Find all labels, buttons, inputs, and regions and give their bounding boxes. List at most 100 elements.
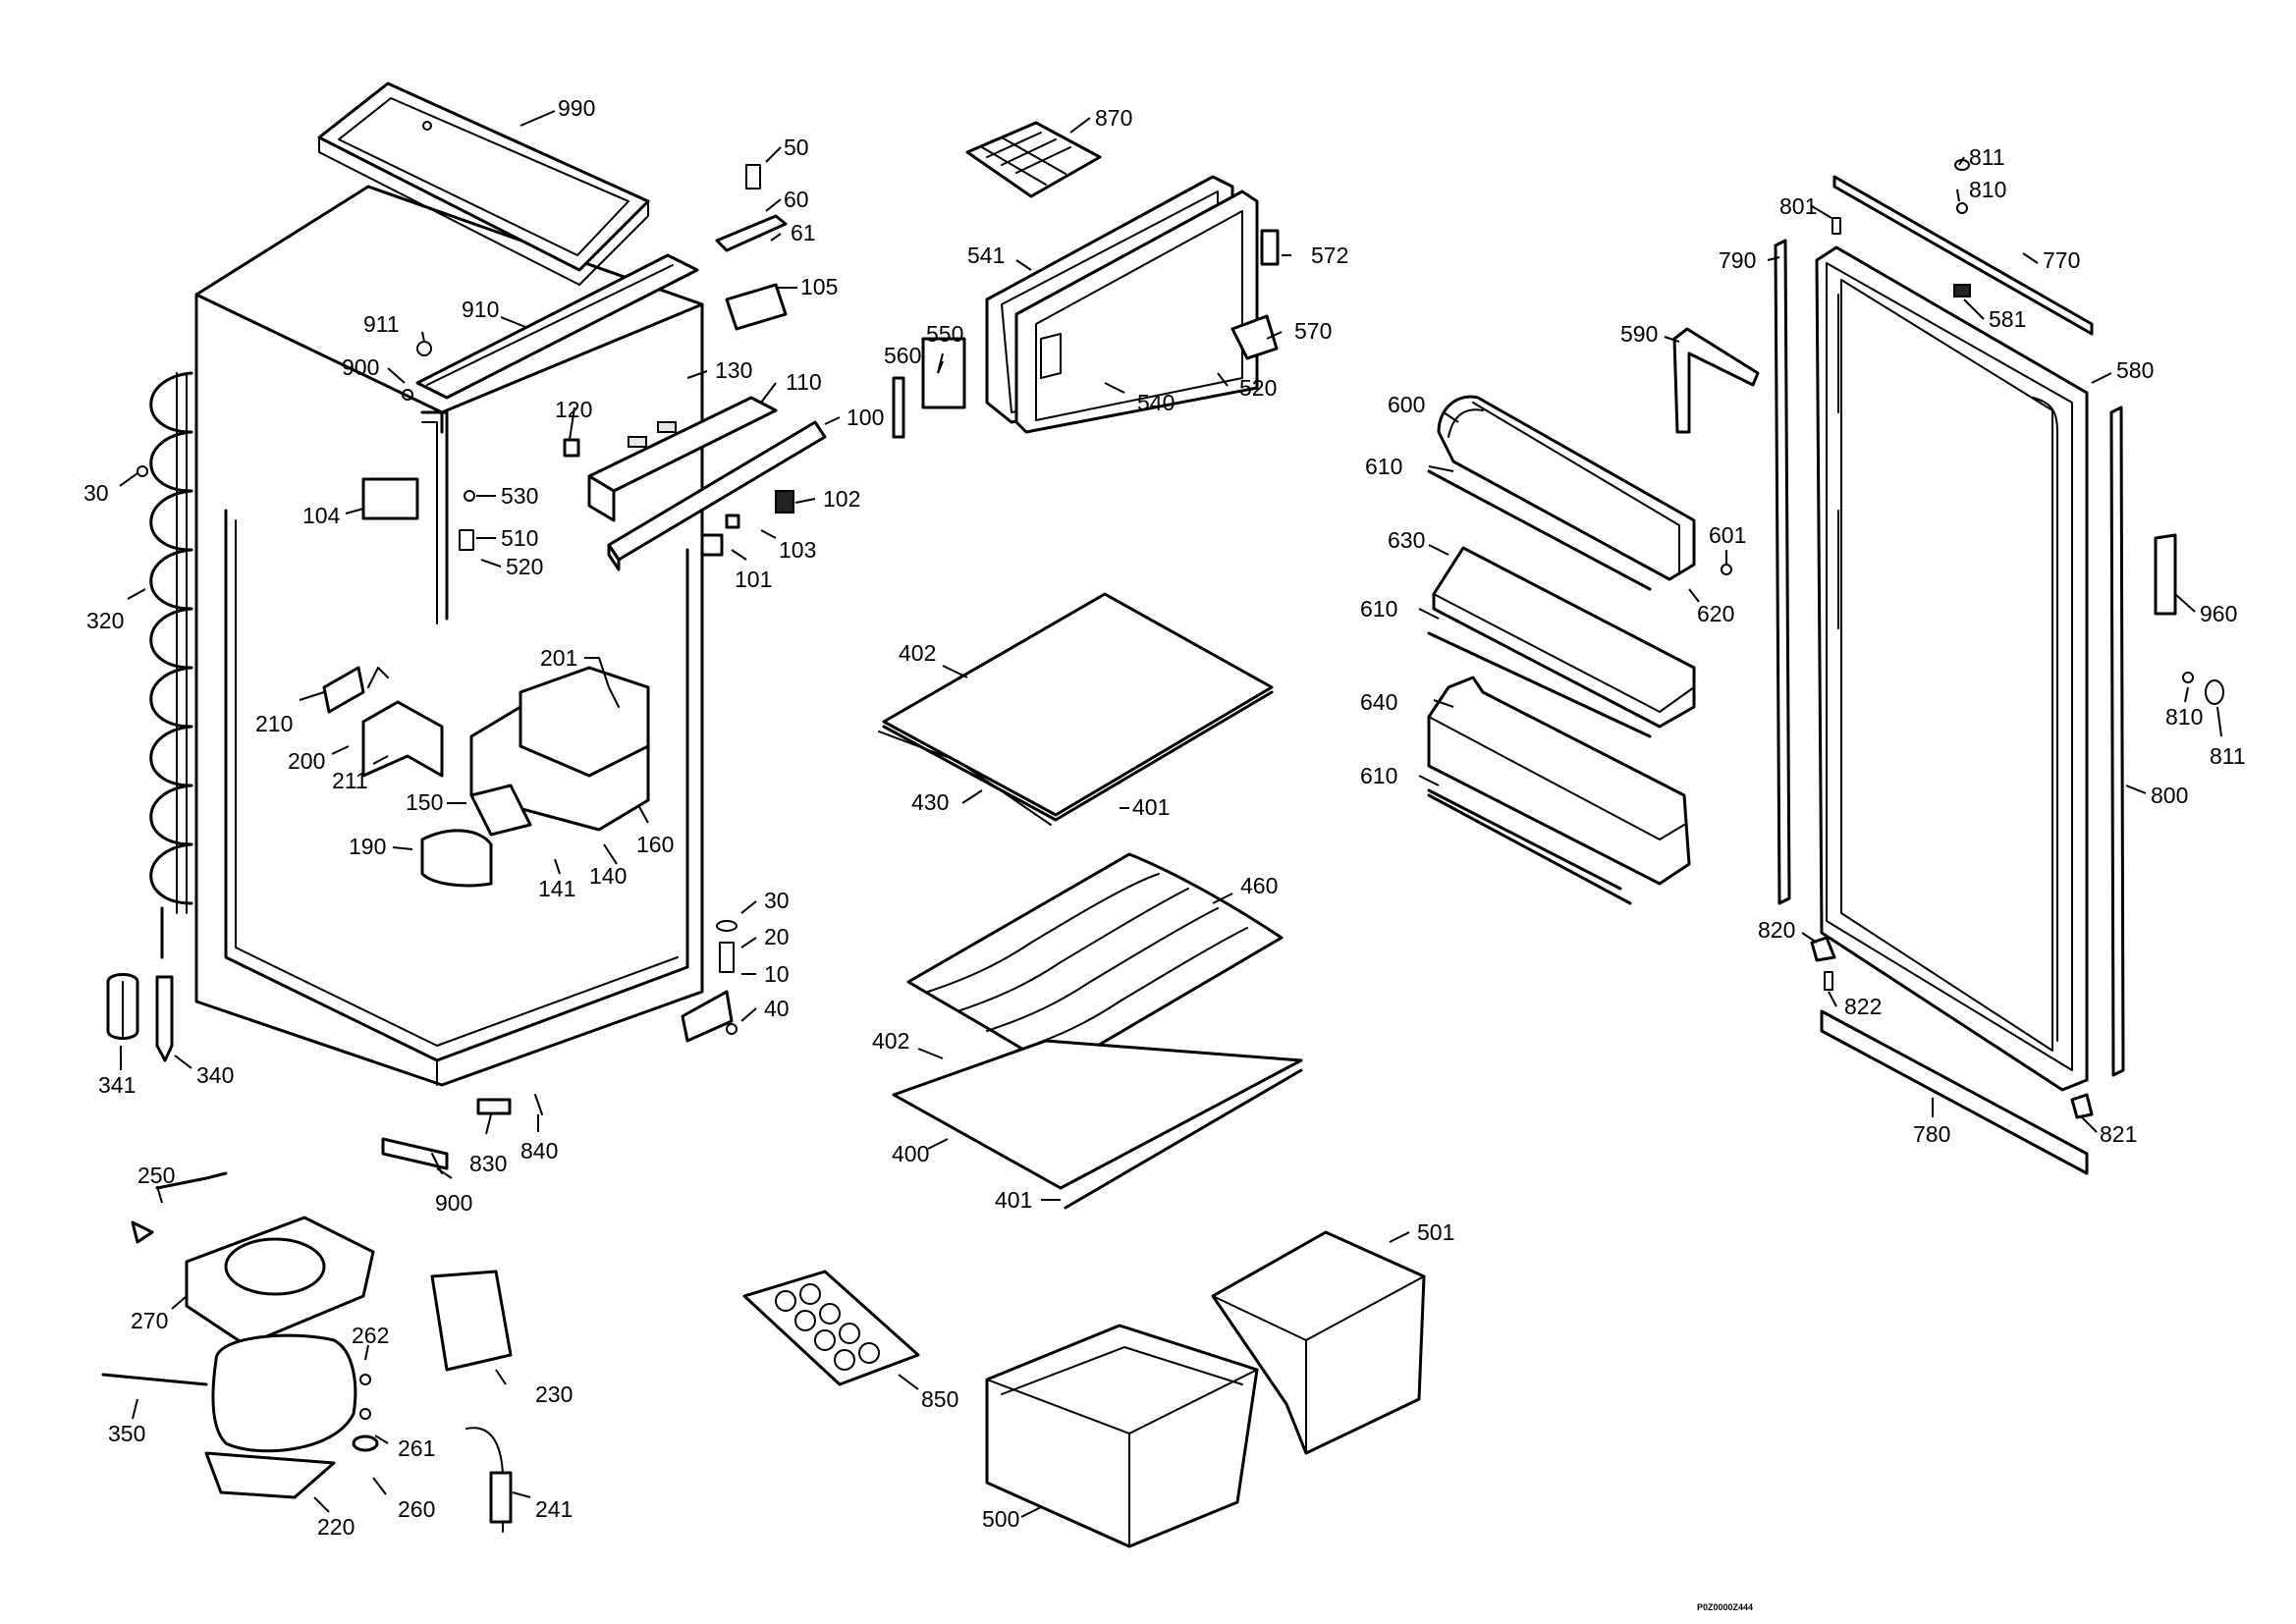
callout-811-top: 811	[1969, 144, 2005, 170]
callout-900-top: 900	[342, 354, 379, 380]
callout-261: 261	[398, 1435, 435, 1461]
callout-822: 822	[1844, 994, 1882, 1019]
callout-341: 341	[98, 1072, 136, 1098]
callout-260: 260	[398, 1496, 435, 1522]
bottom-parts	[381, 1094, 543, 1174]
callout-110: 110	[786, 369, 822, 395]
callout-250: 250	[137, 1163, 175, 1188]
thermostat-assembly	[322, 657, 650, 888]
callout-105: 105	[800, 274, 838, 299]
callout-590: 590	[1620, 321, 1658, 347]
callout-850: 850	[921, 1386, 958, 1412]
callout-210: 210	[255, 711, 293, 736]
callout-104: 104	[302, 503, 341, 528]
callout-500: 500	[982, 1506, 1019, 1532]
callout-540: 540	[1137, 390, 1175, 415]
freezer-door-540	[892, 175, 1280, 439]
callout-870: 870	[1095, 105, 1132, 131]
callout-140: 140	[589, 863, 627, 889]
callout-61: 61	[791, 220, 816, 245]
callout-400: 400	[892, 1141, 929, 1166]
callout-320: 320	[86, 608, 124, 633]
callout-821: 821	[2100, 1121, 2137, 1147]
callout-610-top: 610	[1365, 454, 1402, 479]
callout-401-upper: 401	[1132, 794, 1170, 820]
glass-shelf-400	[892, 1039, 1303, 1210]
callout-560: 560	[884, 343, 921, 368]
callout-100: 100	[847, 405, 884, 430]
callout-200: 200	[288, 748, 325, 774]
door-gasket-strips	[1774, 175, 2177, 1175]
top-rail-910	[415, 253, 699, 400]
callout-581: 581	[1989, 306, 2026, 332]
glass-shelf-401-upper	[878, 592, 1274, 826]
callout-20: 20	[764, 924, 790, 949]
callout-572: 572	[1311, 243, 1348, 268]
clamp-and-sleeve	[106, 973, 174, 1062]
callout-601: 601	[1709, 522, 1746, 548]
callout-460: 460	[1240, 873, 1278, 898]
callout-770: 770	[2043, 247, 2080, 273]
callout-labels: 990 50 60 61 105 911 910 900 130 120 110…	[83, 95, 2246, 1540]
callout-550: 550	[926, 321, 963, 347]
callout-230: 230	[535, 1381, 573, 1407]
document-id: P0Z0000Z444	[1697, 1602, 1753, 1612]
callout-911: 911	[363, 311, 400, 337]
vegetable-crisper-500	[985, 1324, 1259, 1548]
compressor-group	[101, 1171, 513, 1533]
callout-401-lower: 401	[995, 1187, 1032, 1213]
callout-810-top: 810	[1969, 177, 2006, 202]
callout-830: 830	[469, 1151, 507, 1176]
leader-lines	[119, 110, 2222, 1518]
callout-600: 600	[1388, 392, 1425, 417]
vegetable-crisper-501	[1211, 1230, 1426, 1455]
hinge-lower-parts	[681, 920, 738, 1043]
callout-520-door: 520	[1239, 375, 1277, 401]
callout-990: 990	[558, 95, 595, 121]
callout-520-cabinet: 520	[506, 554, 543, 579]
wire-rack-460	[906, 852, 1284, 1072]
callout-811-bottom: 811	[2210, 743, 2246, 769]
callout-10: 10	[764, 961, 790, 987]
callout-610-bottom: 610	[1360, 763, 1397, 788]
cabinet-top-cover-990	[317, 81, 650, 286]
callout-541: 541	[967, 243, 1005, 268]
callout-160: 160	[636, 832, 674, 857]
callout-220: 220	[317, 1514, 355, 1540]
hinge-and-screws-top	[137, 164, 788, 551]
control-panel-assembly	[563, 396, 827, 571]
callout-530: 530	[501, 483, 538, 509]
callout-620: 620	[1697, 601, 1734, 626]
door-trim-590	[1672, 327, 1760, 434]
callout-810-bottom: 810	[2165, 704, 2203, 730]
callout-60: 60	[784, 187, 809, 212]
callout-201: 201	[540, 645, 577, 671]
callout-150: 150	[406, 789, 443, 815]
callout-780: 780	[1913, 1121, 1950, 1147]
fridge-door-580	[1815, 245, 2089, 1092]
callout-50: 50	[784, 135, 809, 160]
door-balcony-630	[1427, 546, 1696, 738]
callout-801: 801	[1779, 193, 1817, 219]
callout-102: 102	[823, 486, 860, 512]
callout-120: 120	[555, 397, 592, 422]
callout-101: 101	[735, 567, 772, 592]
callout-402-upper: 402	[899, 640, 936, 666]
callout-30-top: 30	[83, 480, 109, 506]
callout-580: 580	[2116, 357, 2154, 383]
condenser-coil-320	[149, 371, 193, 959]
callout-610-middle: 610	[1360, 596, 1397, 622]
door-small-parts	[1810, 159, 2224, 1119]
callout-960: 960	[2200, 601, 2237, 626]
callout-910: 910	[462, 297, 499, 322]
ice-tray-870	[965, 121, 1102, 198]
callout-340: 340	[196, 1062, 234, 1088]
callout-790: 790	[1719, 247, 1756, 273]
callout-270: 270	[131, 1308, 168, 1333]
callout-130: 130	[715, 357, 752, 383]
callout-211: 211	[332, 768, 368, 793]
callout-190: 190	[349, 834, 386, 859]
callout-430: 430	[911, 789, 949, 815]
egg-tray-850	[742, 1270, 920, 1386]
